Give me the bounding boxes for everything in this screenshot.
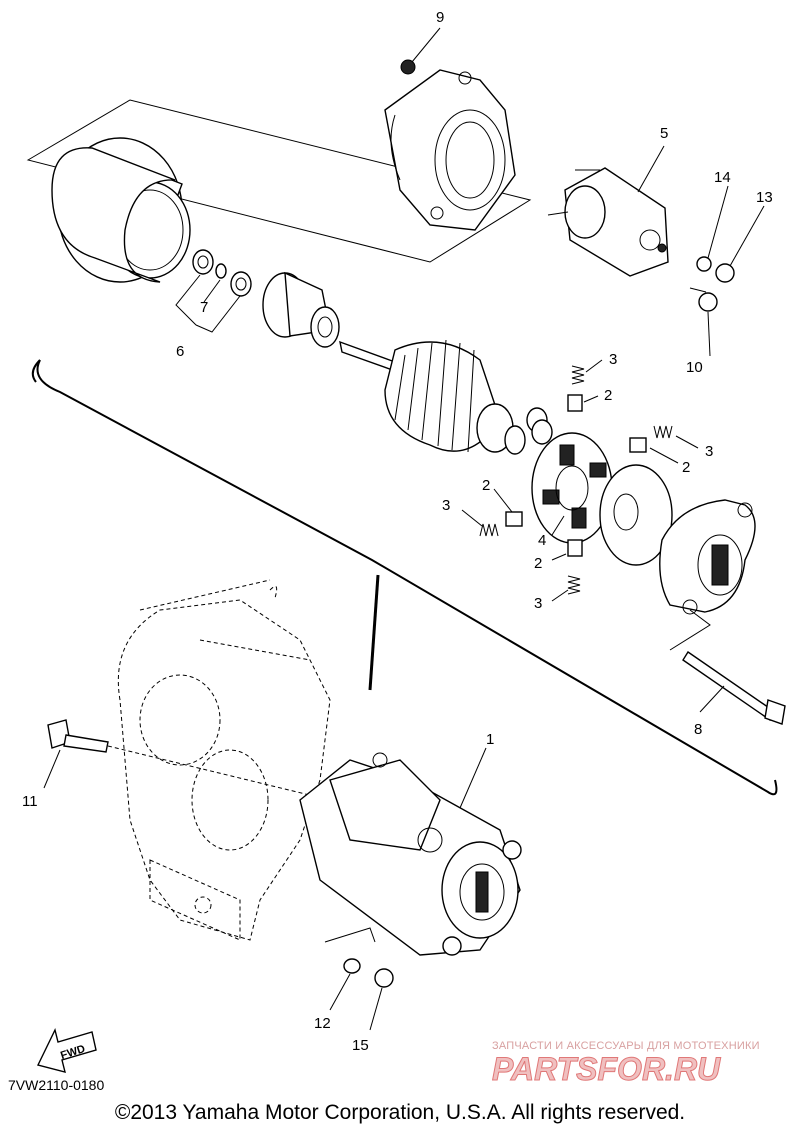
callout-2-left: 2 xyxy=(482,477,490,494)
through-bolt xyxy=(682,651,786,725)
engine-block xyxy=(117,579,331,941)
pinion-clutch xyxy=(262,271,340,348)
callout-8: 8 xyxy=(694,721,702,738)
callout-10: 10 xyxy=(686,359,703,376)
nut-12 xyxy=(696,256,712,272)
callout-labels: 9 5 14 13 7 6 10 3 2 3 2 2 3 4 2 3 8 1 1… xyxy=(22,9,773,1054)
bearing-spring xyxy=(531,419,553,445)
starter-motor-assembly xyxy=(299,752,522,956)
fwd-arrow: FWD xyxy=(36,1027,97,1073)
callout-14: 12 xyxy=(314,1015,331,1032)
bracket-stem xyxy=(368,574,380,691)
brush-left xyxy=(505,511,523,527)
mounting-bolt xyxy=(47,719,109,753)
spring-right xyxy=(653,425,673,439)
bolt-leader xyxy=(669,609,711,651)
spring-bottom xyxy=(567,575,581,595)
watermark-logo-text: PARTSFOR.RU xyxy=(492,1052,721,1086)
spring-left xyxy=(479,523,499,537)
group-bracket-curve xyxy=(36,359,778,796)
callout-13: 11 xyxy=(22,793,38,810)
brush-holder xyxy=(531,432,613,544)
callout-3-top: 3 xyxy=(609,351,617,368)
watermark-logo: PARTSFOR.RU xyxy=(492,1052,792,1086)
brush-top xyxy=(567,394,583,412)
copyright-notice: ©2013 Yamaha Motor Corporation, U.S.A. A… xyxy=(114,1101,686,1124)
yoke-bracket xyxy=(26,99,532,263)
callout-1: 1 xyxy=(486,731,494,748)
armature xyxy=(339,339,526,455)
callout-3-right: 3 xyxy=(705,443,713,460)
nut-10-leader xyxy=(689,287,707,293)
leader-lines xyxy=(43,27,765,1031)
front-cover xyxy=(384,59,516,231)
callout-7: 7 xyxy=(200,299,208,316)
callout-5: 5 xyxy=(660,125,668,142)
solenoid-switch xyxy=(547,167,669,277)
watermark-tagline: ЗАПЧАСТИ И АКСЕССУАРЫ ДЛЯ МОТОТЕХНИКИ xyxy=(492,1040,760,1052)
brush-right xyxy=(629,437,647,453)
callout-15: 15 xyxy=(352,1037,369,1054)
bracket-left-curl xyxy=(31,359,41,383)
callout-4: 4 xyxy=(538,532,546,549)
washer-14 xyxy=(343,958,361,974)
callout-12: 14 xyxy=(714,169,731,186)
callout-2-top: 2 xyxy=(604,387,612,404)
callout-2-right: 2 xyxy=(682,459,690,476)
callout-6: 6 xyxy=(176,343,184,360)
callout-2-bottom: 2 xyxy=(534,555,542,572)
nut-11 xyxy=(715,263,735,283)
callout-3-bottom: 3 xyxy=(534,595,542,612)
yoke-housing xyxy=(51,137,191,283)
washer-group xyxy=(192,249,252,297)
brush-bottom xyxy=(567,539,583,557)
callout-11: 13 xyxy=(756,189,773,206)
insulator-washer xyxy=(599,464,673,566)
nut-bracket xyxy=(324,927,376,943)
nut-10 xyxy=(698,292,718,312)
part-code: 7VW2110-0180 xyxy=(8,1077,105,1093)
callout-3-left: 3 xyxy=(442,497,450,514)
callout-9: 9 xyxy=(436,9,444,26)
nut-15 xyxy=(374,968,394,988)
rear-cover xyxy=(659,499,756,615)
bolt-13-shaft-line xyxy=(107,745,331,801)
spring-top xyxy=(571,365,585,385)
